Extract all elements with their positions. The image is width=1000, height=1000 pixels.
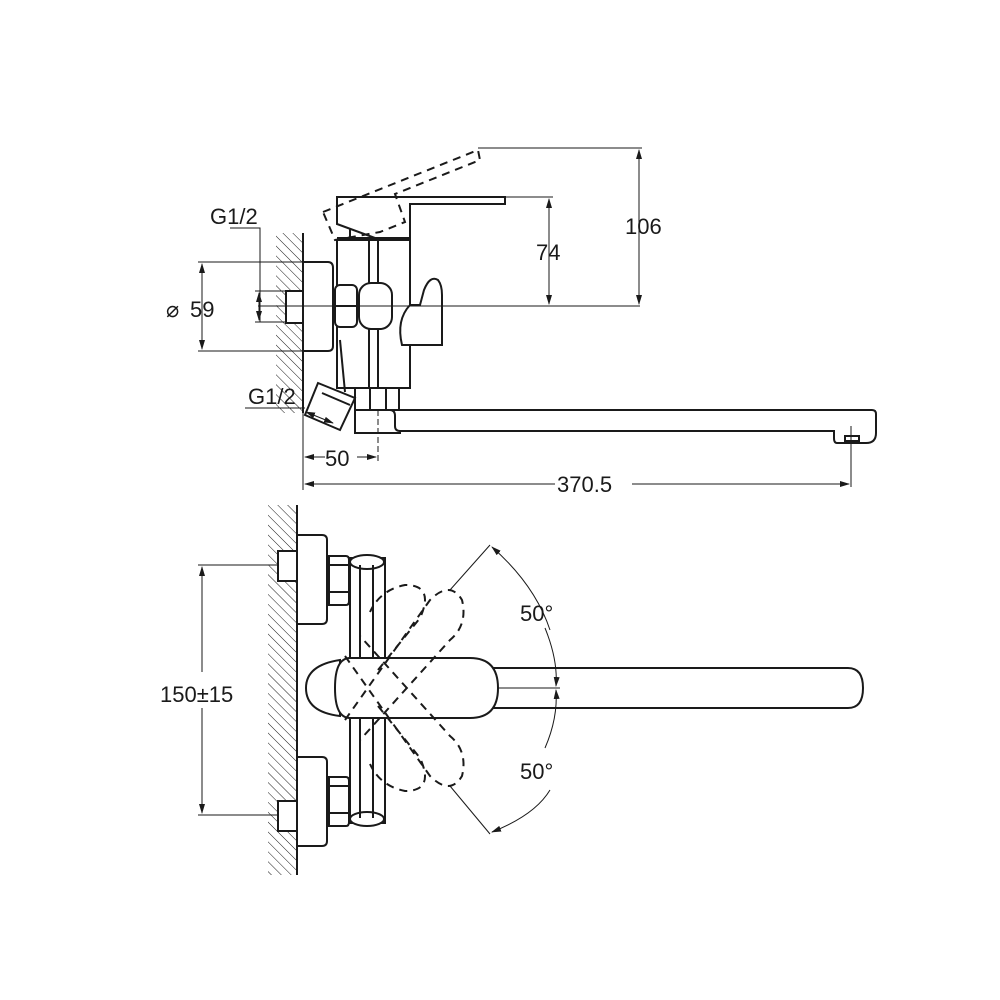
handle-rotated-down (344, 635, 465, 787)
spout-nut (354, 387, 400, 411)
diverter-knob (399, 277, 443, 346)
height-74-label: 74 (536, 240, 560, 265)
lever-handle (336, 196, 506, 239)
lever-handle-raised (321, 148, 482, 242)
angle-up-label: 50° (520, 601, 553, 626)
side-view: G1/2 ⌀ 59 G1/2 74 106 50 370.5 (166, 147, 877, 497)
angle-down-label: 50° (520, 759, 553, 784)
diameter-symbol: ⌀ (166, 297, 179, 322)
lever-handle-top (333, 657, 500, 719)
diverter-knob-top (304, 658, 341, 718)
thread-label-top: G1/2 (210, 204, 258, 229)
height-106-label: 106 (625, 214, 662, 239)
escutcheon-top-upper (296, 534, 328, 625)
top-view: 50° 50° 150±15 (160, 505, 865, 875)
spout-top (479, 667, 865, 709)
escutcheon-top-lower (296, 756, 328, 847)
lower-inlet (303, 381, 357, 432)
wall-pipe (285, 290, 304, 324)
center-distance-label: 150±15 (160, 682, 233, 707)
diameter-label: 59 (190, 297, 214, 322)
offset-50-label: 50 (325, 446, 349, 471)
reach-370-label: 370.5 (557, 472, 612, 497)
spout-side (389, 409, 877, 444)
nut-top-lower (328, 776, 350, 827)
nut-top-upper (328, 555, 350, 606)
thread-label-bottom: G1/2 (248, 384, 296, 409)
handle-rotated-up (344, 589, 465, 741)
